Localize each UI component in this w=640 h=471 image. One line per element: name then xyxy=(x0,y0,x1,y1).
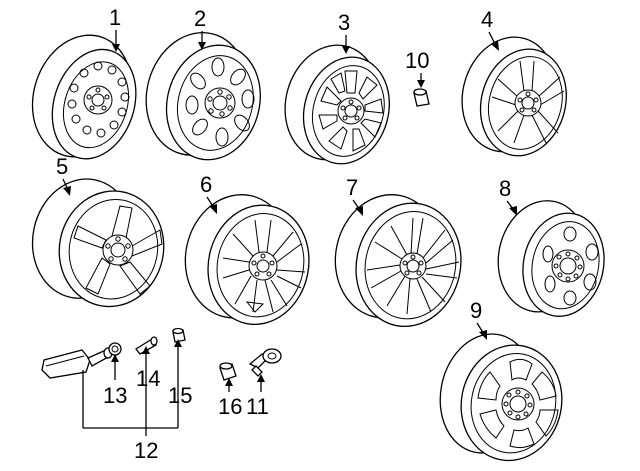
part-11-valve-stem xyxy=(248,348,282,377)
wheel-3 xyxy=(284,44,390,165)
arrow-15 xyxy=(174,339,182,347)
wheel-9 xyxy=(439,333,563,462)
wheel-8 xyxy=(497,200,605,317)
callout-12: 12 xyxy=(134,438,158,463)
callout-14: 14 xyxy=(136,366,160,391)
arrow-7 xyxy=(355,206,363,216)
part-16-cap xyxy=(219,362,237,381)
arrow-11 xyxy=(257,374,265,382)
arrow-10 xyxy=(417,80,425,88)
wheel-4 xyxy=(461,36,567,157)
callout-11: 11 xyxy=(246,394,269,419)
part-12-sensor xyxy=(41,347,113,379)
arrow-2 xyxy=(198,42,206,50)
arrow-16 xyxy=(225,378,233,386)
arrow-8 xyxy=(509,206,517,216)
callout-10: 10 xyxy=(405,48,429,73)
callout-7: 7 xyxy=(346,175,358,200)
part-10-cap xyxy=(413,88,430,107)
wheel-1-holes xyxy=(67,61,130,138)
wheel-5 xyxy=(31,178,165,308)
arrow-1 xyxy=(112,44,120,52)
arrow-4 xyxy=(491,41,499,51)
callout-8: 8 xyxy=(499,176,511,201)
wheel-7 xyxy=(334,194,462,328)
callout-2: 2 xyxy=(194,6,206,31)
callout-5: 5 xyxy=(56,154,68,179)
callout-9: 9 xyxy=(470,298,482,323)
callout-16: 16 xyxy=(218,394,242,419)
callout-15: 15 xyxy=(168,383,192,408)
part-13-nut xyxy=(108,342,122,356)
arrow-5 xyxy=(63,186,71,196)
callout-4: 4 xyxy=(481,7,493,32)
callout-13: 13 xyxy=(103,383,127,408)
arrow-13 xyxy=(111,354,119,362)
arrow-9 xyxy=(479,330,487,340)
wheel-1 xyxy=(31,34,137,160)
wheel-6 xyxy=(184,194,310,326)
callout-6: 6 xyxy=(200,172,212,197)
arrow-14 xyxy=(142,346,150,354)
part-15-cap xyxy=(172,327,186,343)
callout-3: 3 xyxy=(338,10,350,35)
arrow-6 xyxy=(209,204,217,214)
arrow-3 xyxy=(342,46,350,54)
wheel-2 xyxy=(145,32,261,161)
callout-1: 1 xyxy=(109,5,121,30)
